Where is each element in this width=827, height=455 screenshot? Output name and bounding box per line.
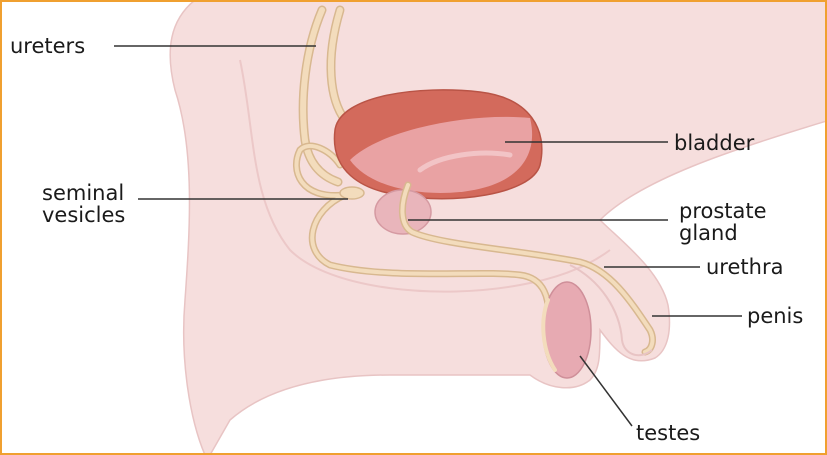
label-seminal-line2: vesicles — [42, 203, 125, 227]
seminal-vesicle-shape — [340, 187, 364, 199]
label-seminal-line1: seminal — [42, 181, 124, 205]
label-prostate-line1: prostate — [679, 199, 767, 223]
label-testes: testes — [636, 421, 700, 445]
label-bladder: bladder — [674, 131, 755, 155]
label-prostate-line2: gland — [679, 221, 738, 245]
label-ureters: ureters — [10, 34, 85, 58]
label-urethra: urethra — [706, 255, 783, 279]
label-penis: penis — [747, 304, 803, 328]
